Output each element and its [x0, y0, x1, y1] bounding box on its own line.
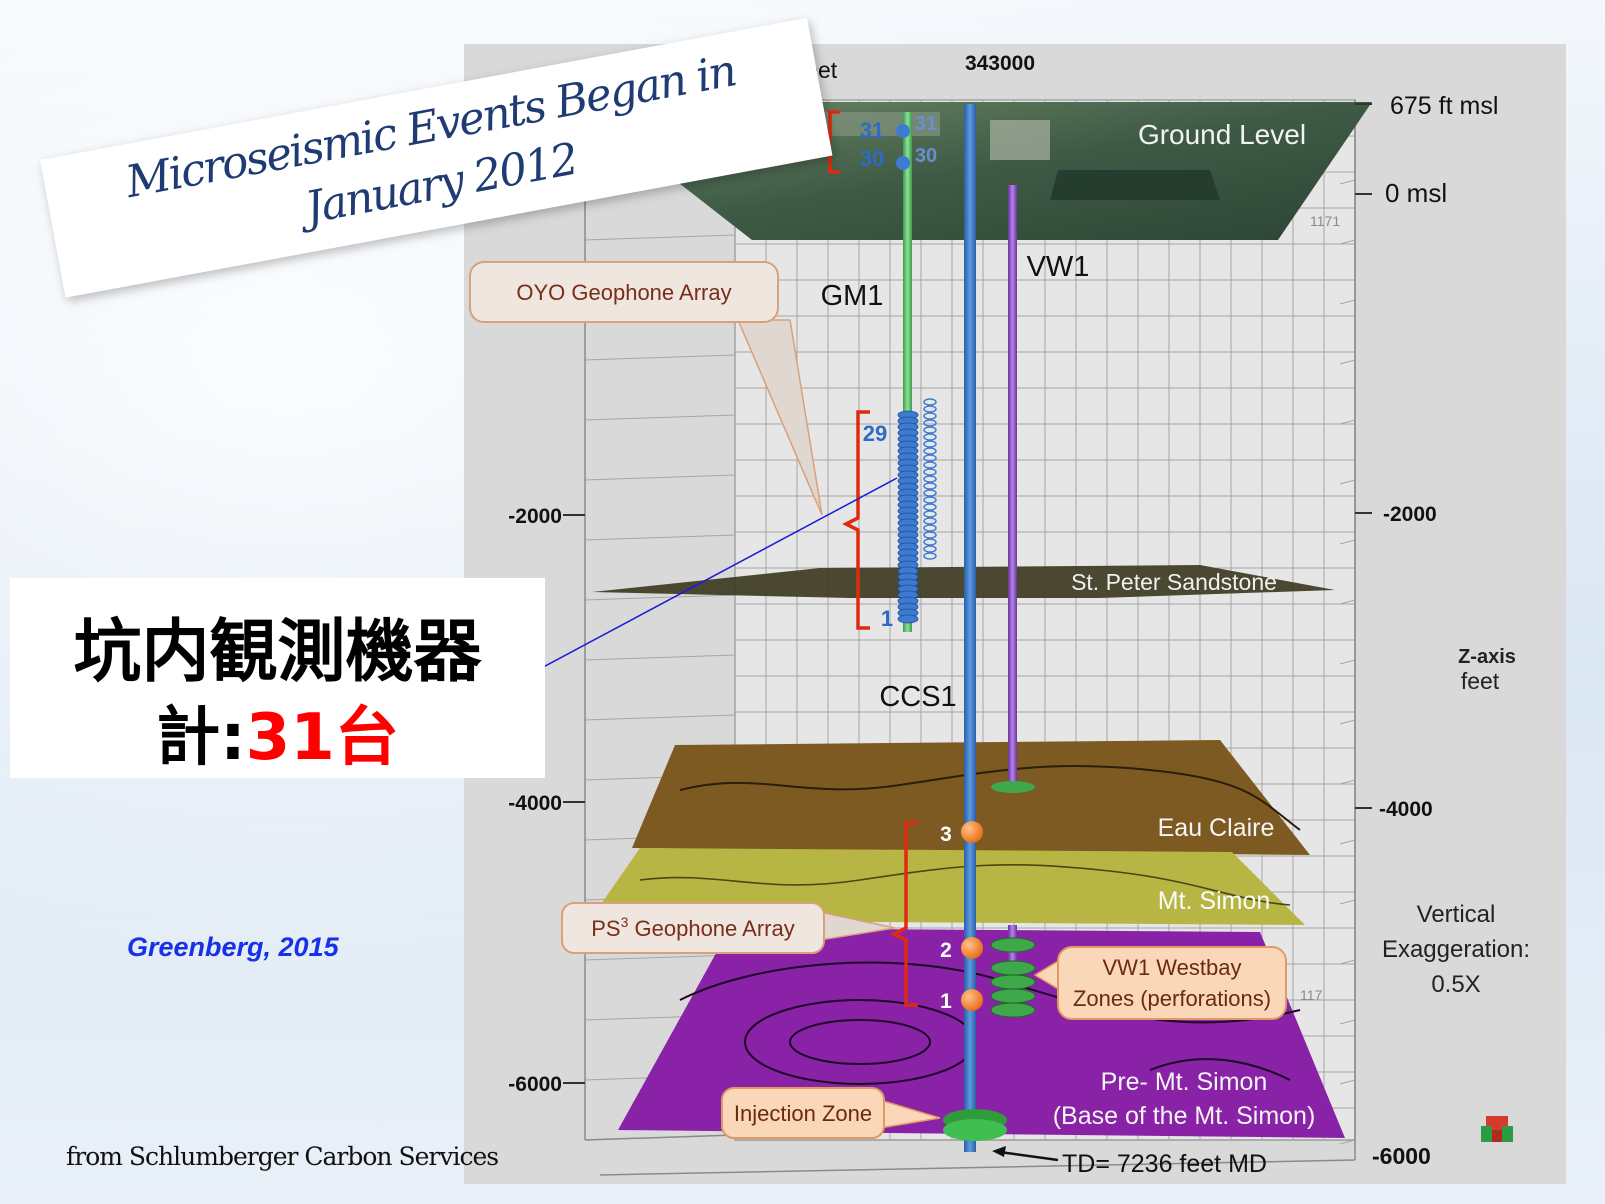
gm1-geophone-ghost [923, 524, 937, 532]
mt-simon-label: Mt. Simon [1158, 887, 1271, 915]
ps3-geophone-1 [961, 989, 983, 1011]
gm1-geophone-ghost [923, 489, 937, 497]
oyo-callout: OYO Geophone Array [469, 261, 823, 516]
st-peter-label: St. Peter Sandstone [1071, 569, 1277, 595]
td-arrowhead [992, 1146, 1006, 1157]
right-tick-0: 0 msl [1385, 178, 1447, 208]
gm1-geophone-ghost [923, 552, 937, 560]
gm1-geophone-ghost [923, 412, 937, 420]
vw1-westbay-label-2: Zones (perforations) [1073, 986, 1271, 1011]
gm1-well [903, 112, 912, 632]
left-tick-minus2000: -2000 [508, 505, 562, 528]
count-separator: : [220, 701, 246, 775]
vw1-westbay-rings [990, 937, 1036, 1018]
pre-mt-simon-label-1: Pre- Mt. Simon [1101, 1068, 1268, 1096]
gm1-geophone-ghost [923, 405, 937, 413]
ground-level-label: Ground Level [1138, 119, 1306, 150]
geophone-label-1: 1 [881, 606, 893, 631]
greenberg-credit: Greenberg, 2015 [127, 932, 339, 962]
instrument-count-value: 31台 [245, 701, 399, 775]
gm1-geophone-ghost [923, 545, 937, 553]
geophone-label-30-faint: 30 [915, 145, 937, 167]
gm1-geophone-ghost [923, 517, 937, 525]
vw1-westbay-label-1: VW1 Westbay [1103, 955, 1242, 980]
ground-road [820, 112, 940, 136]
gm1-label: GM1 [821, 280, 884, 312]
vw1-base-ring [991, 781, 1035, 793]
z-axis-label-1: Z-axis [1458, 646, 1516, 668]
gm1-geophone-ghost [923, 538, 937, 546]
gm1-geophone-ghost [923, 496, 937, 504]
st-peter-sandstone-surface [592, 565, 1335, 598]
ps3-callout-label: PS3 Geophone Array [591, 914, 795, 941]
left-tick-minus6000: -6000 [508, 1073, 562, 1096]
exaggeration-label-1: Vertical [1417, 901, 1496, 928]
exaggeration-label-2: Exaggeration: [1382, 936, 1530, 963]
td-arrow [999, 1150, 1059, 1162]
vw1-well [1008, 185, 1017, 785]
eau-claire-label: Eau Claire [1158, 814, 1275, 842]
x-tick-343000: 343000 [965, 52, 1035, 75]
instrument-count-box: 坑内観測機器 計:31台 [10, 578, 545, 778]
ps3-label-1: 1 [940, 990, 952, 1013]
geophone-label-30: 30 [860, 146, 884, 171]
total-label: 計 [156, 701, 221, 775]
gm1-geophone-ghost [923, 426, 937, 434]
ground-pond [1050, 170, 1220, 200]
instrument-title: 坑内観測機器 [73, 613, 482, 692]
pre-mt-simon-label-2: (Base of the Mt. Simon) [1053, 1102, 1316, 1130]
injection-callout: Injection Zone [721, 1087, 941, 1139]
geophone-label-31-faint: 31 [915, 113, 937, 135]
gm1-geophone-ghost [923, 461, 937, 469]
gm1-geophone-ghost [923, 482, 937, 490]
z-axis-label-2: feet [1461, 668, 1500, 694]
right-tick-minus2000: -2000 [1383, 503, 1437, 526]
faint-tick-117: 117 [1300, 987, 1323, 1003]
gm1-geophone-ghost [923, 447, 937, 455]
ps3-geophone-3 [961, 821, 983, 843]
geophone-31-marker [896, 124, 910, 138]
geophone-30-marker [896, 156, 910, 170]
ccs1-well [964, 104, 976, 1152]
gm1-geophone-segment [897, 614, 919, 624]
faint-tick-1171: 1171 [1310, 213, 1340, 229]
gm1-geophone-ghost [923, 454, 937, 462]
right-tick-minus6000: -6000 [1372, 1143, 1431, 1169]
gm1-geophone-ghost [923, 531, 937, 539]
injection-zone-label: Injection Zone [734, 1101, 872, 1126]
gm1-geophone-ghost [923, 419, 937, 427]
gm1-geophone-ghost [923, 475, 937, 483]
gm1-geophone-ghost [923, 503, 937, 511]
gm1-geophone-ghost [923, 468, 937, 476]
right-tick-675: 675 ft msl [1390, 92, 1498, 120]
axis-ticks [563, 103, 1372, 1084]
right-tick-minus4000: -4000 [1379, 798, 1433, 821]
gm1-geophone-ghost [923, 510, 937, 518]
injection-zone-packer-base [943, 1119, 1007, 1141]
ps3-geophone-2 [961, 937, 983, 959]
exaggeration-label-3: 0.5X [1431, 971, 1480, 998]
ps3-label-2: 2 [940, 939, 952, 962]
ground-building [990, 120, 1050, 160]
ccs1-label: CCS1 [879, 681, 956, 713]
ps3-label-3: 3 [940, 823, 952, 846]
schlumberger-credit: from Schlumberger Carbon Services [66, 1142, 499, 1171]
geophone-label-31: 31 [860, 118, 884, 143]
ps3-callout: PS3 Geophone Array [561, 902, 896, 954]
geophone-label-29: 29 [863, 421, 887, 446]
vw1-westbay-callout: VW1 Westbay Zones (perforations) [1033, 946, 1287, 1020]
instrument-count-line: 計:31台 [10, 686, 545, 778]
gm1-geophone-ghost [923, 433, 937, 441]
gm1-geophone-stack [897, 398, 937, 624]
gm1-geophone-ghost [923, 440, 937, 448]
td-label: TD= 7236 feet MD [1062, 1150, 1267, 1178]
gm1-geophone-ghost [923, 398, 937, 406]
oyo-callout-label: OYO Geophone Array [516, 280, 731, 305]
vw1-label: VW1 [1027, 251, 1090, 283]
left-tick-minus4000: -4000 [508, 792, 562, 815]
orientation-cube-icon [1481, 1116, 1513, 1142]
